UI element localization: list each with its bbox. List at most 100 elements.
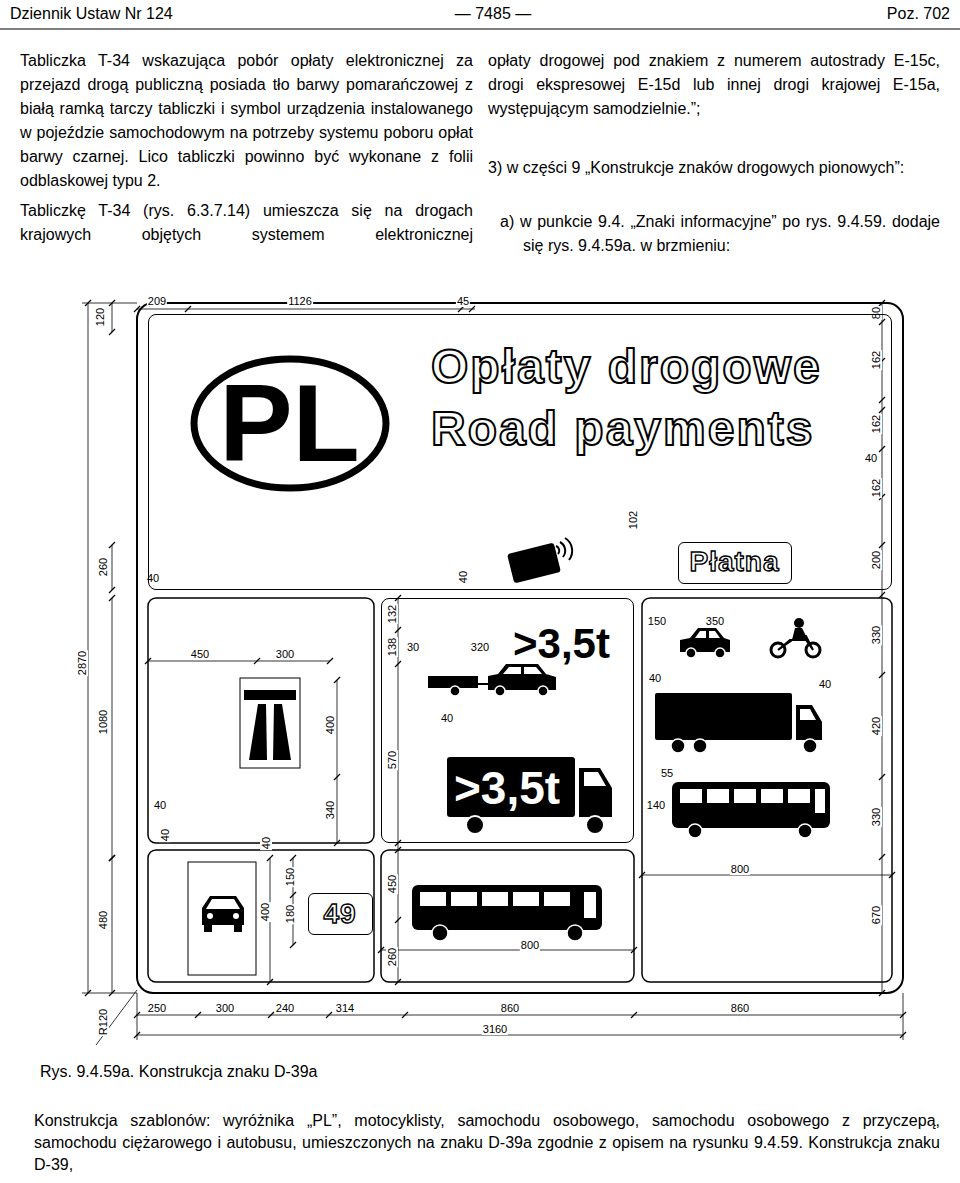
dimension-label: 340 [324,800,336,820]
dimension-line [137,1015,903,1016]
dimension-tick [326,1012,332,1018]
dimension-label: 180 [284,904,296,924]
dimension-tick [134,1012,140,1018]
dimension-tick [195,1012,201,1018]
bus-symbol [412,885,602,941]
footer-paragraph: Konstrukcja szablonów: wyróżnika „PL”, m… [34,1110,940,1176]
dimension-label: 300 [215,1002,235,1014]
dimension-tick [109,587,115,593]
bus-symbol [798,824,812,838]
truck-symbol [800,709,816,720]
page-header: — 7485 — [455,4,531,24]
sign-outline [137,303,903,993]
bus-symbol [451,892,477,906]
dimension-label: 320 [470,641,490,653]
dimension-label: 300 [275,648,295,660]
dimension-label: R120 [97,1008,109,1036]
dimension-label: 45 [456,295,470,307]
car-front-symbol [202,896,244,925]
dimension-label: 162 [870,350,882,370]
dimension-tick [900,1032,906,1038]
dimension-tick [879,990,885,996]
dimension-line [112,858,113,993]
car-front-symbol [204,925,212,932]
dimension-tick [334,840,340,846]
dimension-tick [395,661,401,667]
lorry-symbol [579,768,612,817]
oval-outline [194,359,386,488]
dimension-line [137,1035,903,1036]
car-with-trailer-symbol [538,686,548,696]
dimension-label: 162 [870,414,882,434]
dimension-tick [395,847,401,853]
motorcycle-symbol [771,618,820,657]
bus-symbol [680,789,702,803]
car-with-trailer-symbol [524,667,542,674]
dimension-label: 150 [647,615,667,627]
bus-symbol [432,925,448,941]
dimension-label: 1126 [287,295,313,307]
sign-outline [148,598,374,843]
dimension-label: 3160 [482,1023,508,1035]
dimension-label: 40 [440,712,454,724]
bus-symbol [761,789,783,803]
bus-symbol [672,782,830,828]
dimension-line [112,303,113,332]
dimension-label: 1080 [97,709,109,735]
dimension-tick [290,942,296,948]
dimension-label: 860 [500,1002,520,1014]
dimension-label: 314 [335,1002,355,1014]
dimension-tick [109,595,115,601]
dimension-tick [327,658,333,664]
bus-symbol [788,789,810,803]
toll-card-symbol [507,538,572,583]
dimension-tick [900,1012,906,1018]
bus-symbol [707,789,729,803]
dimension-tick [268,1012,274,1018]
header-rule [0,29,960,30]
lorry-symbol [447,757,575,817]
dimension-line [112,598,113,858]
dimension-label: 800 [730,863,750,875]
truck-symbol [803,739,817,753]
lorry-symbol [466,816,484,834]
car-front-symbol [234,925,242,932]
truck-symbol [671,739,685,753]
truck-symbol [693,739,707,753]
toll-card-symbol [556,546,559,554]
dimension-tick [879,446,885,452]
dimension-tick [109,990,115,996]
car-with-trailer-symbol [503,667,521,674]
dimension-label: 2870 [76,650,88,676]
dimension-label: 240 [275,1002,295,1014]
dimension-tick [879,774,885,780]
toll-card-symbol [565,538,572,560]
dimension-label: 420 [870,716,882,736]
dimension-tick [334,774,340,780]
dimension-label: 670 [870,905,882,925]
dimension-label: 150 [284,867,296,887]
dimension-label: 40 [818,678,832,690]
body-paragraph: Tabliczkę T-34 (rys. 6.3.7.14) umieszcza… [20,199,473,247]
bus-symbol [815,789,825,813]
dimension-tick [85,990,91,996]
toll-card-symbol [507,543,561,584]
dimension-label: 350 [705,615,725,627]
dimension-label: 80 [870,306,882,320]
dimension-label: 860 [730,1002,750,1014]
dimension-label: 250 [147,1002,167,1014]
sign-panel: PLPłatnaOpłaty drogoweRoad payments [148,314,892,590]
dimension-label: 162 [870,478,882,498]
dimension-tick [631,1012,637,1018]
dimension-line [96,990,137,1045]
dimension-line [82,303,137,304]
dimension-tick [879,397,885,403]
body-paragraph: opłaty drogowej pod znakiem z numerem au… [488,49,940,121]
road-number-plate: 49 [308,893,373,935]
dimension-tick [879,407,885,413]
car-front-symbol [206,899,240,909]
dimension-label: 330 [870,625,882,645]
sign-text: Opłaty drogowe [431,341,822,394]
bus-symbol [513,892,539,906]
